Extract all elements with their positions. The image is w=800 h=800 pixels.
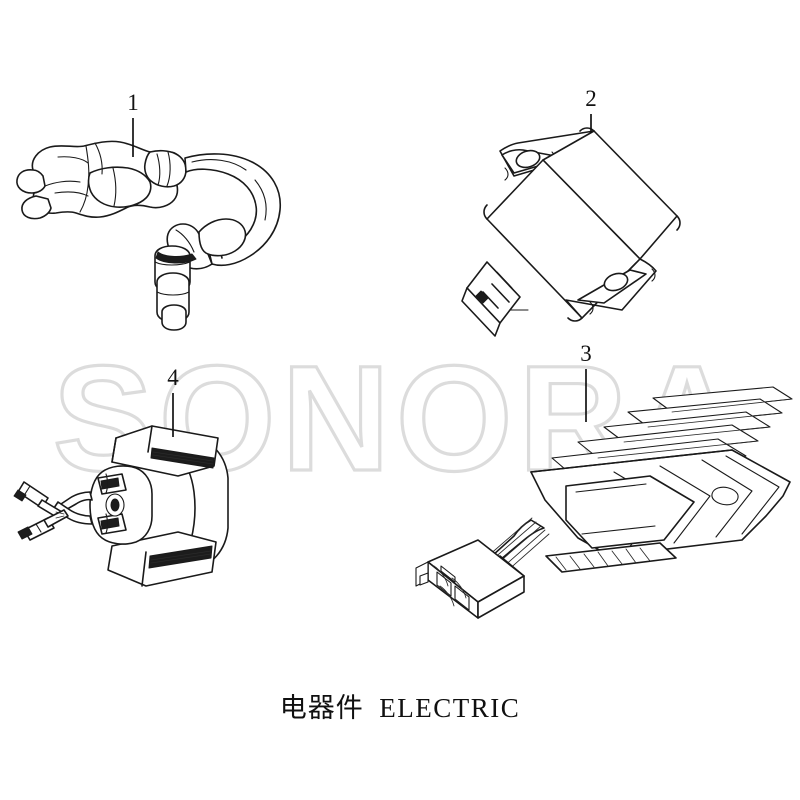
caption-english: ELECTRIC	[379, 693, 521, 723]
callout-2: 2	[585, 86, 597, 133]
callout-1: 1	[127, 90, 139, 157]
caption-separator	[364, 693, 380, 723]
callout-4: 4	[167, 365, 179, 437]
callout-3: 3	[580, 341, 592, 422]
diagram-caption: 电器件 ELECTRIC	[0, 686, 800, 725]
part-3-regulator-rectifier	[415, 386, 793, 619]
part-2-cdi-unit	[461, 127, 681, 337]
part-4-starter-relay	[13, 425, 229, 587]
part-1-ignition-coil	[16, 140, 281, 331]
callout-number-3: 3	[580, 341, 592, 366]
callout-number-2: 2	[585, 86, 597, 111]
caption-chinese: 电器件	[279, 693, 364, 723]
callout-number-4: 4	[167, 365, 179, 390]
heatsink-fins	[551, 386, 793, 476]
callout-number-1: 1	[127, 90, 139, 115]
